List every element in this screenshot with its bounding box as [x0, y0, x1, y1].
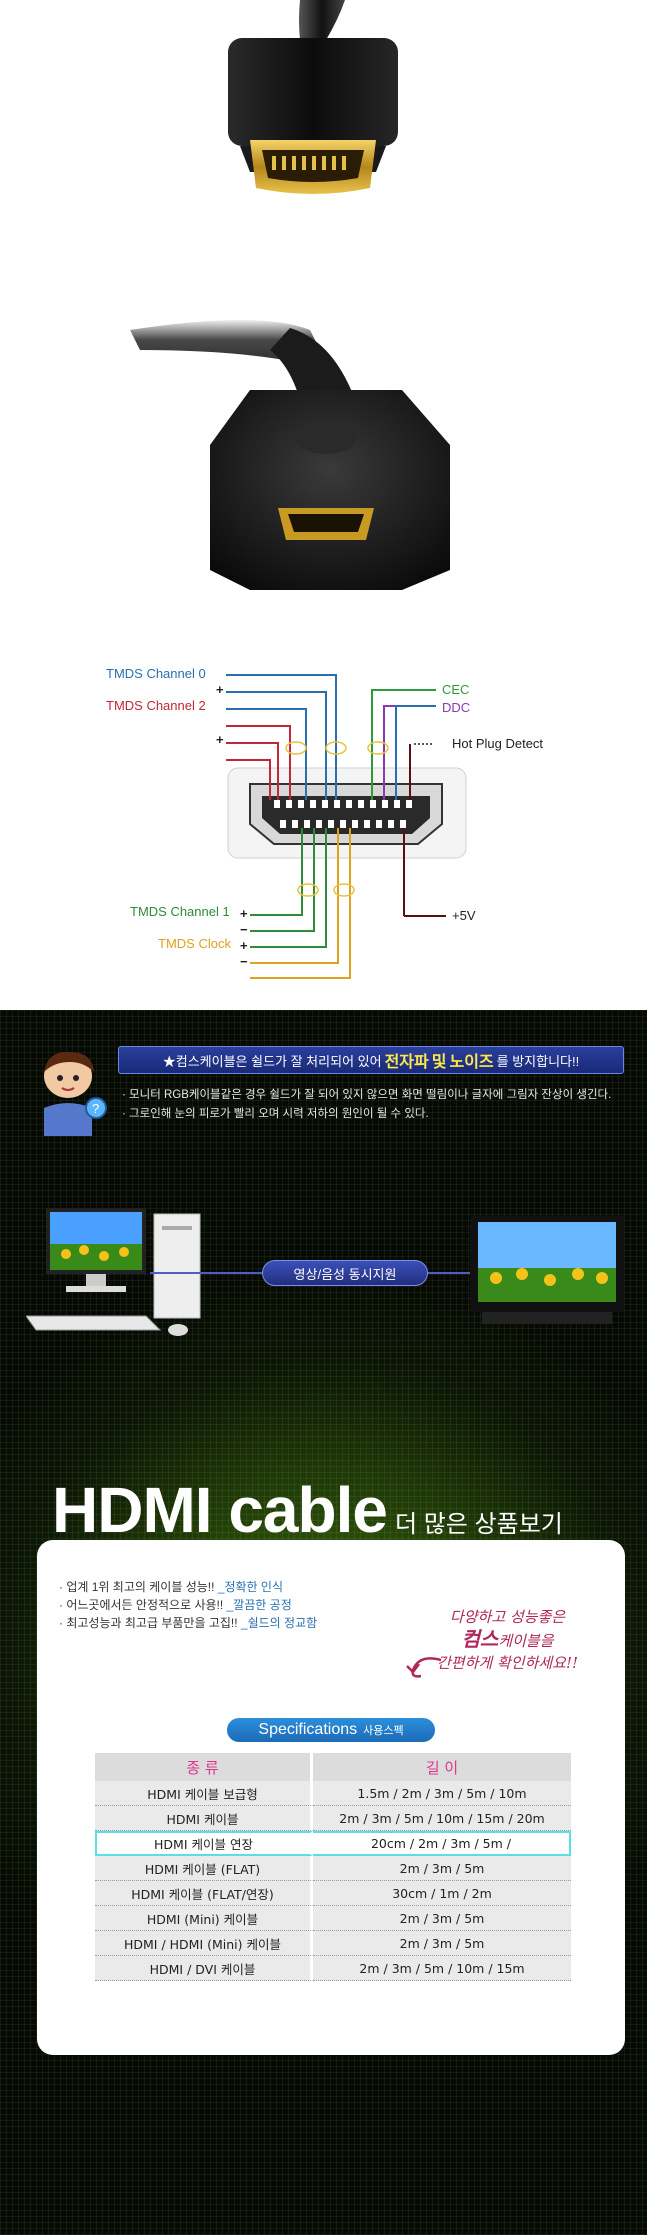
curl-arrow-icon [406, 1657, 442, 1678]
pin-label-tmds-clock: TMDS Clock [158, 936, 231, 951]
specifications-pill: Specifications 사용스펙 [227, 1718, 435, 1742]
polarity-plus: + [216, 732, 224, 747]
polarity-plus: + [240, 906, 248, 921]
desktop-pc-illustration [26, 1208, 201, 1336]
handwriting-callout: 다양하고 성능좋은 컴스케이블을 간편하게 확인하세요!! [437, 1606, 578, 1674]
hdmi-pinout-diagram: TMDS Channel 0 TMDS Channel 2 TMDS Chann… [0, 640, 647, 980]
banner-emphasis: 및 [431, 1054, 447, 1071]
cell-type: HDMI 케이블 (FLAT) [95, 1856, 313, 1881]
shield-notes: 모니터 RGB케이블같은 경우 쉴드가 잘 되어 있지 않으면 화면 떨림이나 … [122, 1086, 611, 1124]
spec-title: Specifications [258, 1721, 358, 1738]
table-row: HDMI 케이블 (FLAT)2m / 3m / 5m [95, 1856, 571, 1881]
cell-type: HDMI / HDMI (Mini) 케이블 [95, 1931, 313, 1956]
note-item: 모니터 RGB케이블같은 경우 쉴드가 잘 되어 있지 않으면 화면 떨림이나 … [122, 1086, 611, 1105]
cell-type: HDMI (Mini) 케이블 [95, 1906, 313, 1931]
cell-type: HDMI 케이블 (FLAT/연장) [95, 1881, 313, 1906]
svg-text:?: ? [92, 1101, 99, 1116]
handwriting-line: 다양하고 성능좋은 [449, 1608, 566, 1626]
cell-length: 2m / 3m / 5m [313, 1931, 571, 1956]
pin-label-ddc: DDC [442, 700, 471, 715]
feature-emphasis: _정확한 인식 [217, 1580, 284, 1594]
pin-label-cec: CEC [442, 682, 470, 697]
header-length: 길 이 [313, 1753, 571, 1781]
more-products-link[interactable]: 더 많은 상품보기 [394, 1511, 563, 1538]
polarity-plus: + [240, 938, 248, 953]
tv-illustration [470, 1216, 624, 1324]
av-support-badge: 영상/음성 동시지원 [262, 1260, 428, 1286]
hdmi-male-connector-photo [228, 0, 398, 194]
cell-length: 2m / 3m / 5m [313, 1856, 571, 1881]
cell-length: 30cm / 1m / 2m [313, 1881, 571, 1906]
spec-title-ko: 사용스펙 [363, 1725, 404, 1737]
table-row: HDMI 케이블 (FLAT/연장)30cm / 1m / 2m [95, 1881, 571, 1906]
polarity-minus: − [240, 954, 248, 969]
pin-label-tmds-ch1: TMDS Channel 1 [130, 904, 230, 919]
feature-text: 어느곳에서든 안정적으로 사용!! [66, 1598, 227, 1612]
promo-section: ? ★컴스케이블은 쉴드가 잘 처리되어 있어 전자파 및 노이즈 를 방지합니… [0, 1010, 647, 2235]
feature-text: 최고성능과 최고급 부품만을 고집!! [66, 1616, 241, 1630]
pin-label-hot-plug-detect: Hot Plug Detect [452, 736, 544, 751]
pin-label-tmds-ch2: TMDS Channel 2 [106, 698, 206, 713]
polarity-minus: − [240, 922, 248, 937]
spec-card: 업계 1위 최고의 케이블 성능!! _정확한 인식 어느곳에서든 안정적으로 … [37, 1540, 625, 2055]
polarity-plus: + [216, 682, 224, 697]
cell-type: HDMI 케이블 [95, 1806, 313, 1831]
hdmi-female-connector-photo [130, 320, 450, 590]
banner-emphasis: 전자파 [384, 1054, 429, 1071]
pin-label-5v: +5V [452, 908, 476, 923]
feature-item: 최고성능과 최고급 부품만을 고집!! _쉴드의 정교함 [59, 1614, 317, 1632]
pinout-wiring [226, 674, 467, 979]
feature-emphasis: _깔끔한 공정 [226, 1598, 292, 1612]
header-type: 종 류 [95, 1753, 313, 1781]
av-support-label: 영상/음성 동시지원 [293, 1266, 397, 1282]
handwriting-line: 케이블을 [498, 1632, 554, 1650]
handwriting-brand: 컴스 [461, 1627, 499, 1651]
spec-table-header-row: 종 류 길 이 [95, 1753, 571, 1781]
shield-notice-banner: ★컴스케이블은 쉴드가 잘 처리되어 있어 전자파 및 노이즈 를 방지합니다!… [118, 1046, 624, 1074]
banner-text: ★컴스케이블은 쉴드가 잘 처리되어 있어 [162, 1053, 382, 1069]
mascot-character-icon: ? [44, 1051, 107, 1136]
pin-label-tmds-ch0: TMDS Channel 0 [106, 666, 206, 681]
banner-emphasis: 노이즈 [449, 1054, 494, 1071]
cell-length: 2m / 3m / 5m / 10m / 15m / 20m [313, 1806, 571, 1831]
handwriting-line: 간편하게 확인하세요!! [437, 1654, 579, 1672]
feature-item: 업계 1위 최고의 케이블 성능!! _정확한 인식 [59, 1578, 317, 1596]
cell-type: HDMI 케이블 연장 [95, 1831, 313, 1856]
cell-length: 20cm / 2m / 3m / 5m / [313, 1831, 571, 1856]
feature-item: 어느곳에서든 안정적으로 사용!! _깔끔한 공정 [59, 1596, 317, 1614]
cell-type: HDMI 케이블 보급형 [95, 1781, 313, 1806]
feature-list: 업계 1위 최고의 케이블 성능!! _정확한 인식 어느곳에서든 안정적으로 … [59, 1578, 317, 1632]
hdmi-cable-title: HDMI cable [52, 1474, 388, 1546]
cell-type: HDMI / DVI 케이블 [95, 1956, 313, 1981]
cell-length: 2m / 3m / 5m / 10m / 15m [313, 1956, 571, 1981]
cell-length: 1.5m / 2m / 3m / 5m / 10m [313, 1781, 571, 1806]
note-item: 그로인해 눈의 피로가 빨리 오며 시력 저하의 원인이 될 수 있다. [122, 1105, 611, 1124]
banner-text: 를 방지합니다!! [496, 1053, 580, 1069]
cell-length: 2m / 3m / 5m [313, 1906, 571, 1931]
feature-emphasis: _쉴드의 정교함 [240, 1616, 318, 1630]
feature-text: 업계 1위 최고의 케이블 성능!! [66, 1580, 218, 1594]
